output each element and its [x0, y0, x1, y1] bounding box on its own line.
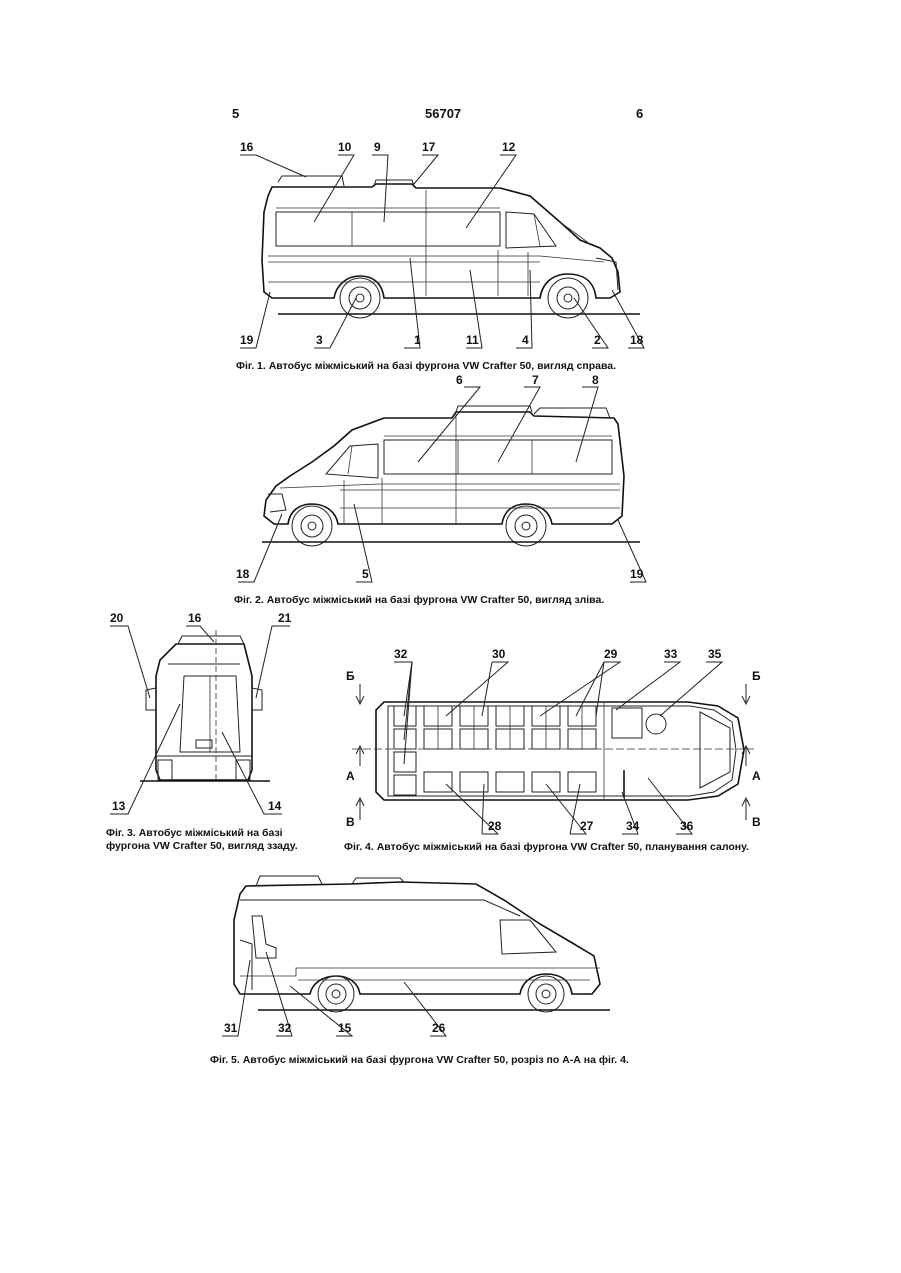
fig4-section-b-left: Б [346, 669, 355, 683]
figure-5-section-view: 31 32 15 26 [222, 876, 610, 1036]
figure-4-interior-layout: 32 30 29 33 35 28 27 34 36 Б Б А А В В [346, 647, 761, 834]
fig4-label-34: 34 [626, 819, 640, 833]
fig1-label-17: 17 [422, 140, 436, 154]
fig1-label-12: 12 [502, 140, 516, 154]
fig2-label-8: 8 [592, 373, 599, 387]
figure-1-caption: Фіг. 1. Автобус міжміський на базі фурго… [236, 360, 616, 372]
fig4-label-36: 36 [680, 819, 694, 833]
fig4-section-b-right: Б [752, 669, 761, 683]
fig4-label-30: 30 [492, 647, 506, 661]
figure-3-caption: Фіг. 3. Автобус міжміський на базі фурго… [106, 827, 298, 853]
fig3-label-13: 13 [112, 799, 126, 813]
fig3-label-16: 16 [188, 611, 202, 625]
fig1-label-2: 2 [594, 333, 601, 347]
figure-3-caption-line-2: фургона VW Crafter 50, вигляд ззаду. [106, 840, 298, 853]
fig5-label-15: 15 [338, 1021, 352, 1035]
fig3-label-20: 20 [110, 611, 124, 625]
figure-2-van-left-view: 6 7 8 18 5 19 [236, 373, 646, 582]
fig3-label-14: 14 [268, 799, 282, 813]
fig1-label-10: 10 [338, 140, 352, 154]
fig4-label-32: 32 [394, 647, 408, 661]
fig4-section-a-right: А [752, 769, 761, 783]
fig1-label-9: 9 [374, 140, 381, 154]
fig1-label-19: 19 [240, 333, 254, 347]
fig4-section-v-left: В [346, 815, 355, 829]
fig2-label-18: 18 [236, 567, 250, 581]
fig4-label-29: 29 [604, 647, 618, 661]
fig4-label-28: 28 [488, 819, 502, 833]
fig4-label-35: 35 [708, 647, 722, 661]
fig1-label-3: 3 [316, 333, 323, 347]
fig4-label-33: 33 [664, 647, 678, 661]
fig1-label-1: 1 [414, 333, 421, 347]
fig5-label-26: 26 [432, 1021, 446, 1035]
fig4-section-a-left: А [346, 769, 355, 783]
figure-3-van-rear-view: 20 16 21 13 14 [110, 611, 292, 814]
fig2-label-6: 6 [456, 373, 463, 387]
fig2-label-19: 19 [630, 567, 644, 581]
fig3-label-21: 21 [278, 611, 292, 625]
fig4-section-v-right: В [752, 815, 761, 829]
figure-5-caption: Фіг. 5. Автобус міжміський на базі фурго… [210, 1054, 629, 1066]
figure-4-caption: Фіг. 4. Автобус міжміський на базі фурго… [344, 841, 749, 853]
fig4-label-27: 27 [580, 819, 594, 833]
fig1-label-16: 16 [240, 140, 254, 154]
fig5-label-31: 31 [224, 1021, 238, 1035]
figure-1-van-right-view: 16 10 9 17 12 19 3 1 11 4 2 18 [240, 140, 644, 348]
fig1-label-4: 4 [522, 333, 529, 347]
fig1-label-11: 11 [466, 333, 479, 347]
figure-3-caption-line-1: Фіг. 3. Автобус міжміський на базі [106, 827, 298, 840]
fig2-label-7: 7 [532, 373, 539, 387]
fig2-label-5: 5 [362, 567, 369, 581]
figure-2-caption: Фіг. 2. Автобус міжміський на базі фурго… [234, 594, 604, 606]
fig5-label-32: 32 [278, 1021, 292, 1035]
fig1-label-18: 18 [630, 333, 644, 347]
